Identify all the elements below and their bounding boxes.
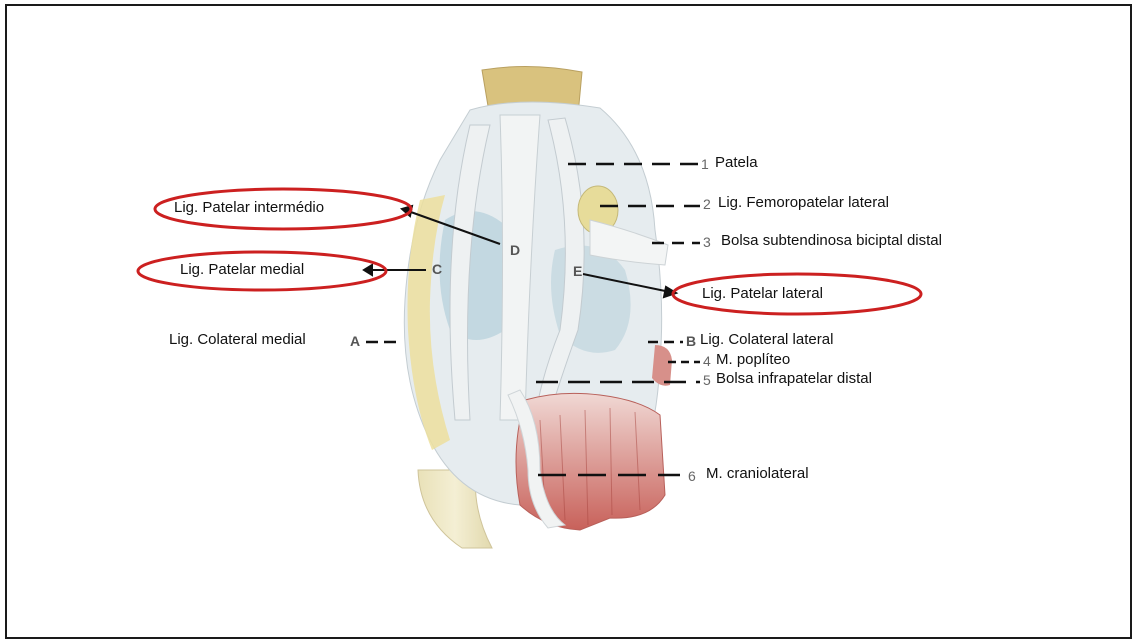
letter-e: E — [573, 262, 582, 280]
label-colateral-medial: Lig. Colateral medial — [169, 331, 306, 349]
number-5: 5 — [703, 371, 711, 389]
label-bolsa-infrapatelar: Bolsa infrapatelar distal — [716, 370, 872, 388]
label-patelar-medial: Lig. Patelar medial — [180, 261, 304, 279]
letter-a: A — [350, 332, 360, 350]
label-bolsa-subtendinosa: Bolsa subtendinosa biciptal distal — [721, 232, 942, 250]
label-patelar-intermedio: Lig. Patelar intermédio — [174, 199, 324, 217]
number-6: 6 — [688, 467, 696, 485]
label-popliteo: M. poplíteo — [716, 351, 790, 369]
label-colateral-lateral: Lig. Colateral lateral — [700, 331, 833, 349]
label-femoropatelar-lateral: Lig. Femoropatelar lateral — [718, 194, 889, 212]
label-patela: Patela — [715, 154, 758, 172]
number-2: 2 — [703, 195, 711, 213]
number-3: 3 — [703, 233, 711, 251]
number-1: 1 — [701, 155, 709, 173]
letter-c: C — [432, 260, 442, 278]
number-4: 4 — [703, 352, 711, 370]
label-craniolateral: M. craniolateral — [706, 465, 809, 483]
label-patelar-lateral: Lig. Patelar lateral — [702, 285, 823, 303]
letter-b: B — [686, 332, 696, 350]
letter-d: D — [510, 241, 520, 259]
